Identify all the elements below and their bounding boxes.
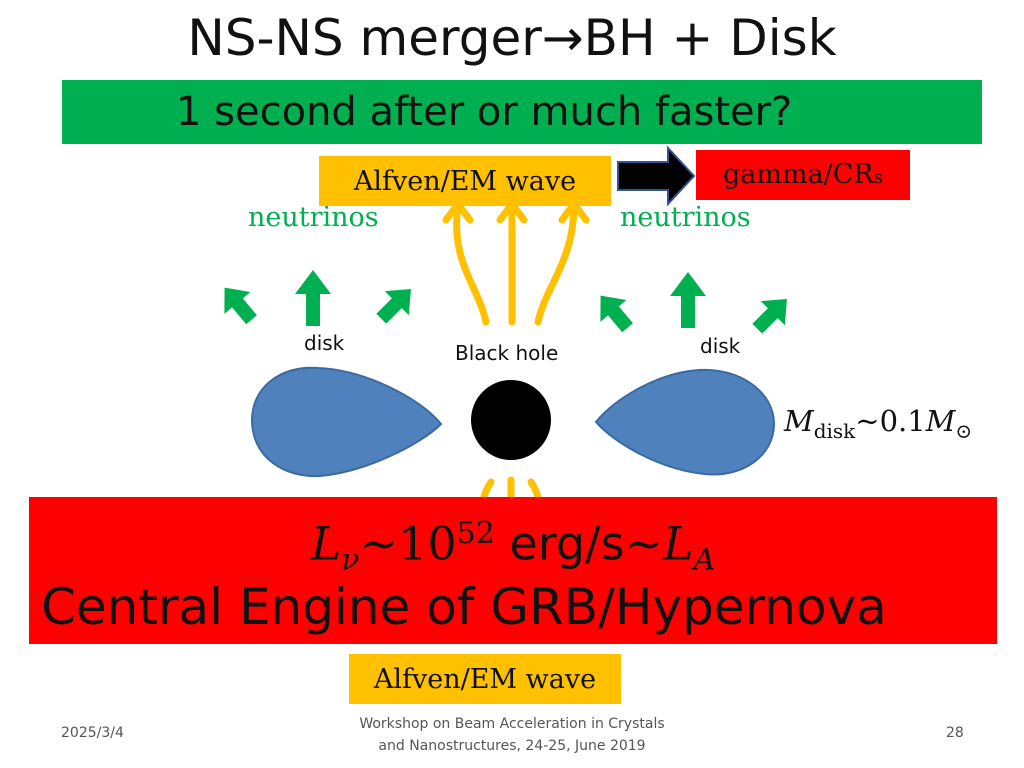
black-hole-label: Black hole bbox=[455, 341, 559, 365]
central-engine-text: Central Engine of GRB/Hypernova bbox=[41, 578, 887, 636]
luminosity-tilde: ∼ bbox=[624, 516, 664, 571]
central-engine-banner: Lν∼1052 erg/s∼LA Central Engine of GRB/H… bbox=[29, 497, 997, 644]
title-arrow: → bbox=[541, 9, 584, 67]
footer-workshop-line1: Workshop on Beam Acceleration in Crystal… bbox=[359, 716, 665, 732]
solar-mass-symbol: M bbox=[925, 404, 956, 438]
disk-label-right: disk bbox=[700, 334, 741, 358]
disk-mass-symbol: M bbox=[784, 404, 814, 438]
luminosity-symbol: L bbox=[310, 516, 342, 571]
luminosity-exponent: 52 bbox=[456, 516, 495, 551]
disk-mass-relation: ∼0.1 bbox=[855, 404, 926, 438]
alfven-luminosity-subscript: A bbox=[693, 542, 716, 578]
gamma-cr-subscript: s bbox=[873, 167, 884, 188]
title-part1: NS-NS merger bbox=[187, 9, 542, 67]
disk-mass-formula: Mdisk∼0.1M⊙ bbox=[784, 404, 972, 443]
question-banner: 1 second after or much faster? bbox=[62, 80, 982, 144]
alfven-luminosity-symbol: L bbox=[663, 516, 694, 571]
disk-mass-subscript: disk bbox=[813, 418, 856, 443]
disk-right-shape bbox=[594, 368, 776, 476]
gamma-cr-label: gamma/CR bbox=[722, 159, 874, 190]
neutrino-arrow-right-3 bbox=[752, 299, 787, 334]
question-banner-text: 1 second after or much faster? bbox=[176, 89, 793, 135]
luminosity-subscript: ν bbox=[341, 542, 360, 578]
neutrino-arrow-right-2 bbox=[670, 272, 706, 328]
footer-workshop: Workshop on Beam Acceleration in Crystal… bbox=[300, 713, 724, 757]
disk-label-left: disk bbox=[304, 331, 345, 355]
footer-date: 2025/3/4 bbox=[61, 725, 124, 741]
neutrino-arrows bbox=[224, 270, 787, 334]
neutrino-arrow-left-1 bbox=[224, 287, 257, 325]
luminosity-unit: erg/s bbox=[494, 516, 625, 571]
em-arrow-heads bbox=[442, 200, 590, 224]
luminosity-relation: ∼10 bbox=[359, 516, 457, 571]
slide-title: NS-NS merger→BH + Disk bbox=[0, 6, 1024, 70]
disk-left-shape bbox=[250, 366, 443, 478]
neutrino-arrow-left-3 bbox=[376, 289, 411, 324]
block-arrow-right bbox=[617, 145, 696, 207]
black-hole-shape bbox=[471, 380, 551, 460]
alfven-wave-box-bottom: Alfven/EM wave bbox=[349, 654, 621, 704]
title-part2: BH + Disk bbox=[583, 9, 837, 67]
neutrinos-label-left: neutrinos bbox=[248, 202, 379, 233]
luminosity-formula: Lν∼1052 erg/s∼LA bbox=[29, 503, 997, 592]
solar-mass-subscript: ⊙ bbox=[955, 418, 973, 443]
neutrino-arrow-right-1 bbox=[600, 295, 633, 333]
footer-workshop-line2: and Nanostructures, 24-25, June 2019 bbox=[378, 738, 646, 754]
em-arrow-right bbox=[534, 200, 578, 326]
em-arrow-left bbox=[453, 200, 490, 326]
alfven-wave-box-top: Alfven/EM wave bbox=[319, 156, 611, 206]
em-arrows-upward bbox=[453, 200, 578, 326]
footer-page-number: 28 bbox=[946, 725, 964, 741]
neutrino-arrow-left-2 bbox=[295, 270, 331, 326]
gamma-cr-box: gamma/CRs bbox=[696, 150, 910, 200]
neutrinos-label-right: neutrinos bbox=[620, 202, 751, 233]
